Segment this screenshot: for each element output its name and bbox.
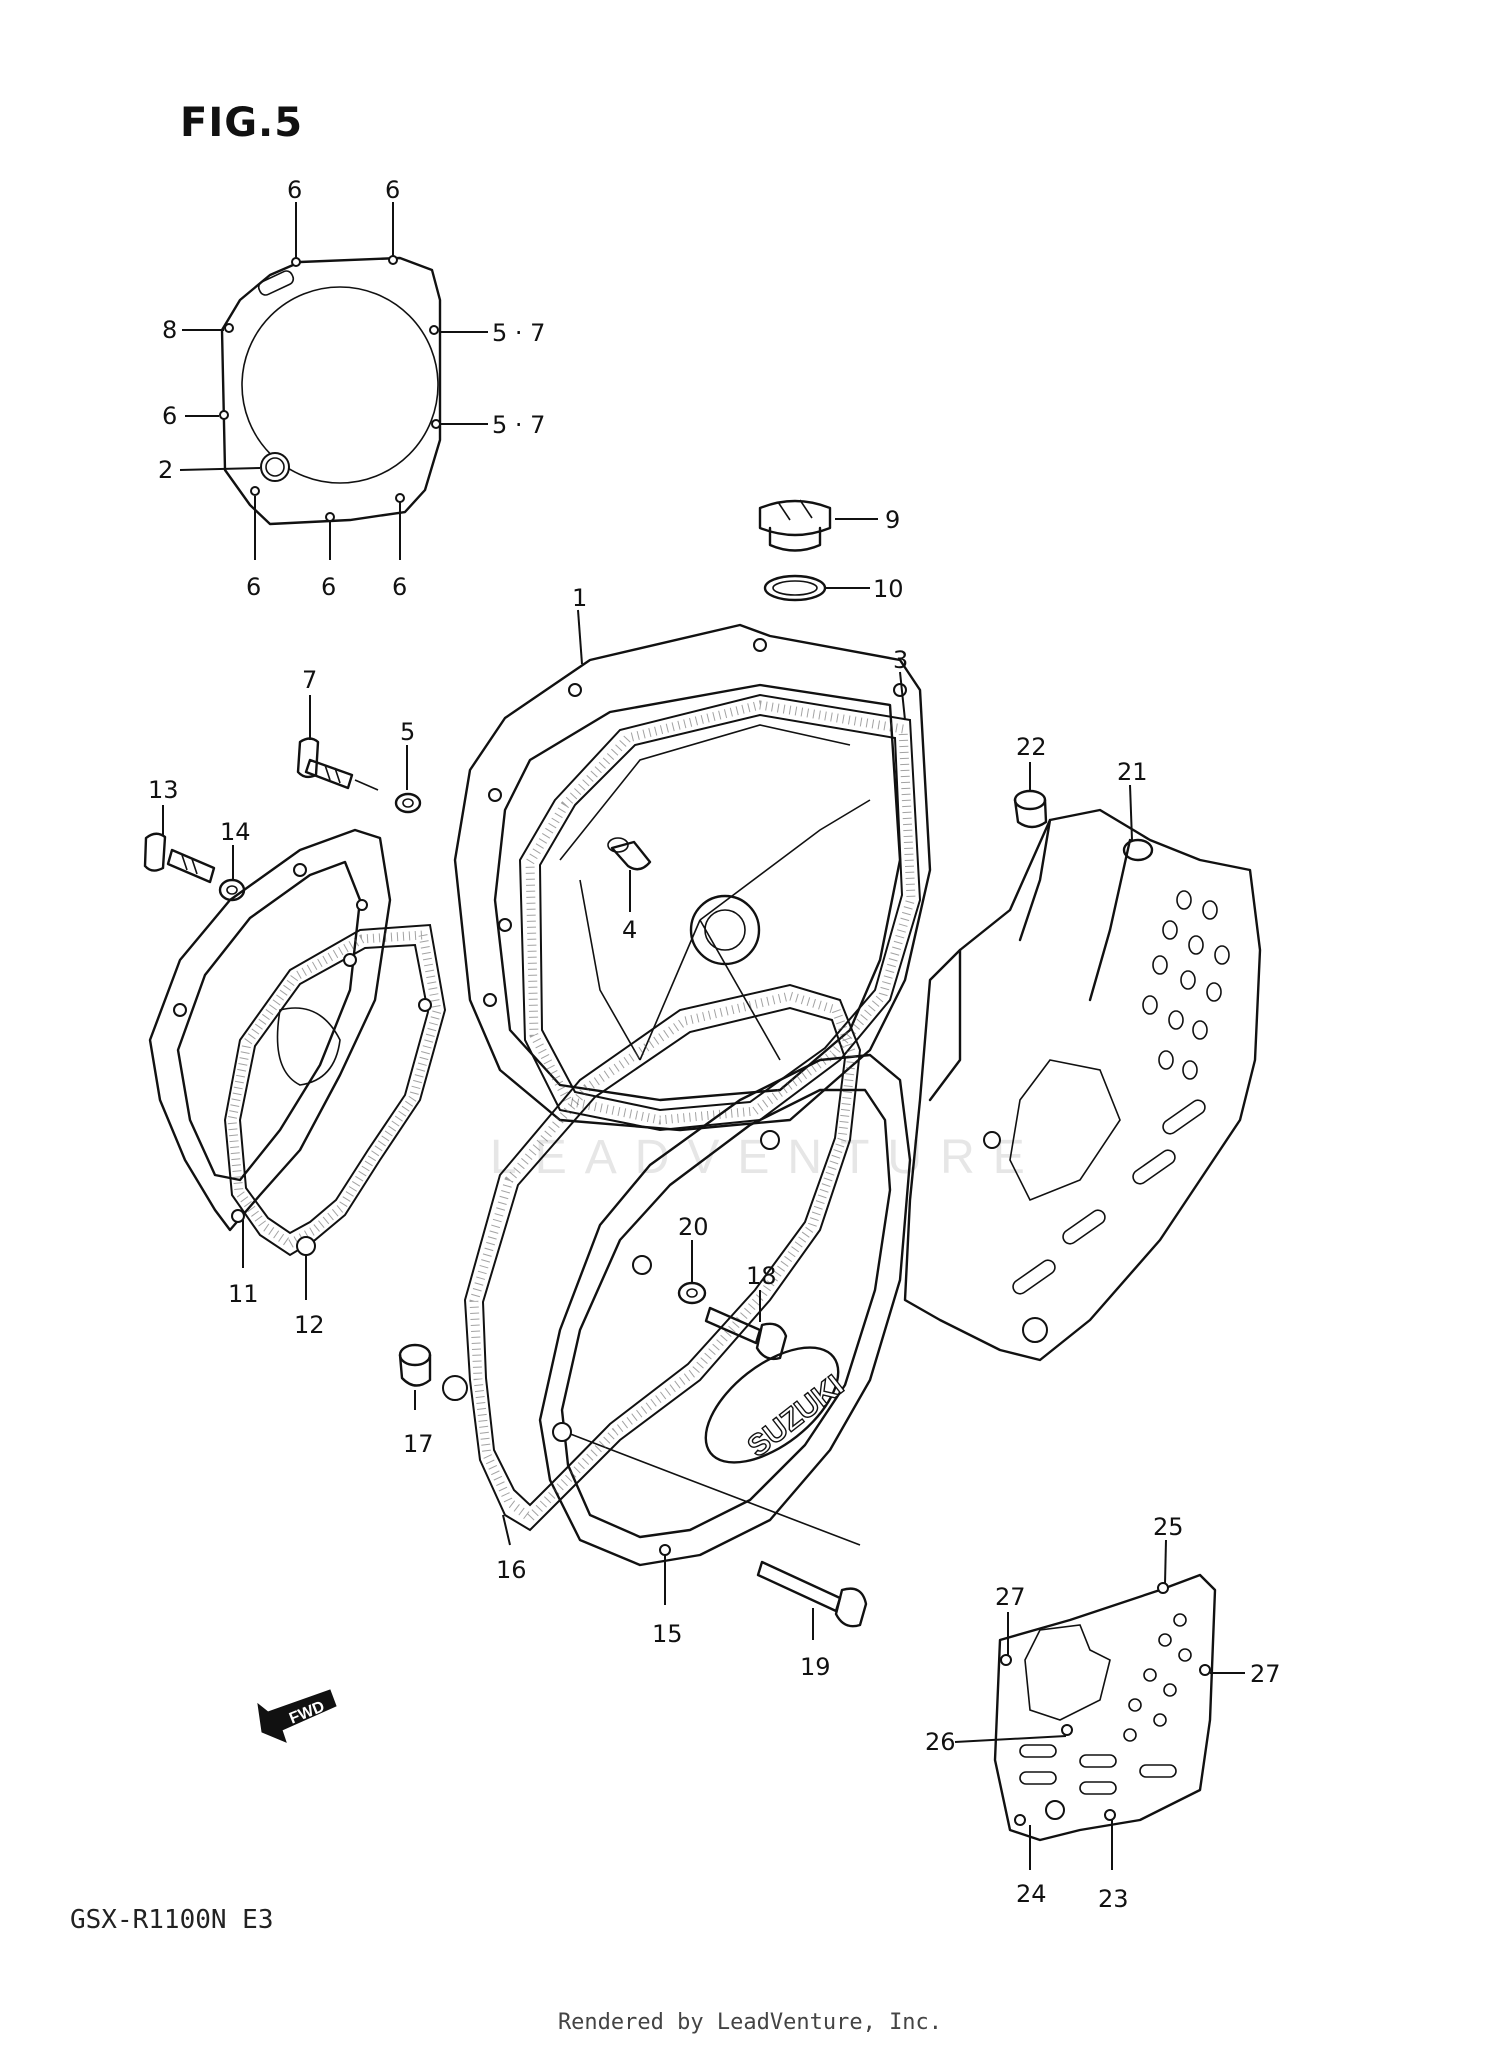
callout-6: 6 [246,573,261,601]
dowel-pin [607,837,652,871]
callout-18: 18 [746,1262,777,1290]
callout-2: 2 [158,456,173,484]
callout-15: 15 [652,1620,683,1648]
callout-6: 6 [385,176,400,204]
callout-20: 20 [678,1213,709,1241]
clutch-cover [453,623,932,1132]
engine-guard [903,808,1262,1362]
callout-27: 27 [1250,1660,1281,1688]
callout-6: 6 [162,402,177,430]
clutch-cover-bolt [296,737,379,791]
callout-25: 25 [1153,1513,1184,1541]
callout-13: 13 [148,776,179,804]
guard-collar [1013,789,1048,829]
callout-4: 4 [622,916,637,944]
callout-14: 14 [220,818,251,846]
callout-22: 22 [1016,733,1047,761]
generator-cover-bolt [143,832,216,884]
figure-title: FIG.5 [180,100,304,146]
callout-27: 27 [995,1583,1026,1611]
guard-plate-detail [993,1573,1217,1842]
callout-21: 21 [1117,758,1148,786]
clutch-cover-gasket [518,693,922,1132]
callout-17: 17 [403,1430,434,1458]
leader-lines [162,202,1245,1870]
callout-5-7: 5 · 7 [492,319,545,347]
generator-cover [148,828,392,1232]
cover-bolt-washer [677,1281,707,1305]
callout-24: 24 [1016,1880,1047,1908]
callout-8: 8 [162,316,177,344]
crankcase-cover: SUZUKI [538,1053,912,1567]
crankcase-dowel [398,1343,432,1387]
callout-3: 3 [893,646,908,674]
forward-arrow-icon: FWD [257,1689,337,1743]
callout-6: 6 [392,573,407,601]
callout-7: 7 [302,666,317,694]
callout-numbers: 6 6 8 5 · 7 6 5 · 7 2 6 6 6 9 10 1 3 7 5… [148,176,1281,1913]
callout-5-7: 5 · 7 [492,411,545,439]
bolt-washer [394,792,422,814]
callout-12: 12 [294,1311,325,1339]
footer-credit: Rendered by LeadVenture, Inc. [557,2010,943,2035]
callout-23: 23 [1098,1885,1129,1913]
callout-1: 1 [572,584,587,612]
callout-6: 6 [321,573,336,601]
callout-11: 11 [228,1280,259,1308]
model-code: GSX-R1100N E3 [70,1905,274,1935]
callout-9: 9 [885,506,900,534]
callout-6: 6 [287,176,302,204]
generator-cover-gasket [223,923,447,1257]
suzuki-logo: SUZUKI [742,1369,850,1464]
callout-19: 19 [800,1653,831,1681]
clutch-cover-gasket-outline [219,255,442,526]
cover-bolt-short [704,1306,788,1361]
generator-bolt-washer [218,878,246,902]
oil-filler-cap [758,499,832,552]
watermark: LEADVENTURE [490,1131,1043,1184]
filler-cap-o-ring [763,574,827,602]
callout-16: 16 [496,1556,527,1584]
cover-bolt-long [756,1560,868,1628]
callout-26: 26 [925,1728,956,1756]
callout-10: 10 [873,575,904,603]
callout-5: 5 [400,718,415,746]
